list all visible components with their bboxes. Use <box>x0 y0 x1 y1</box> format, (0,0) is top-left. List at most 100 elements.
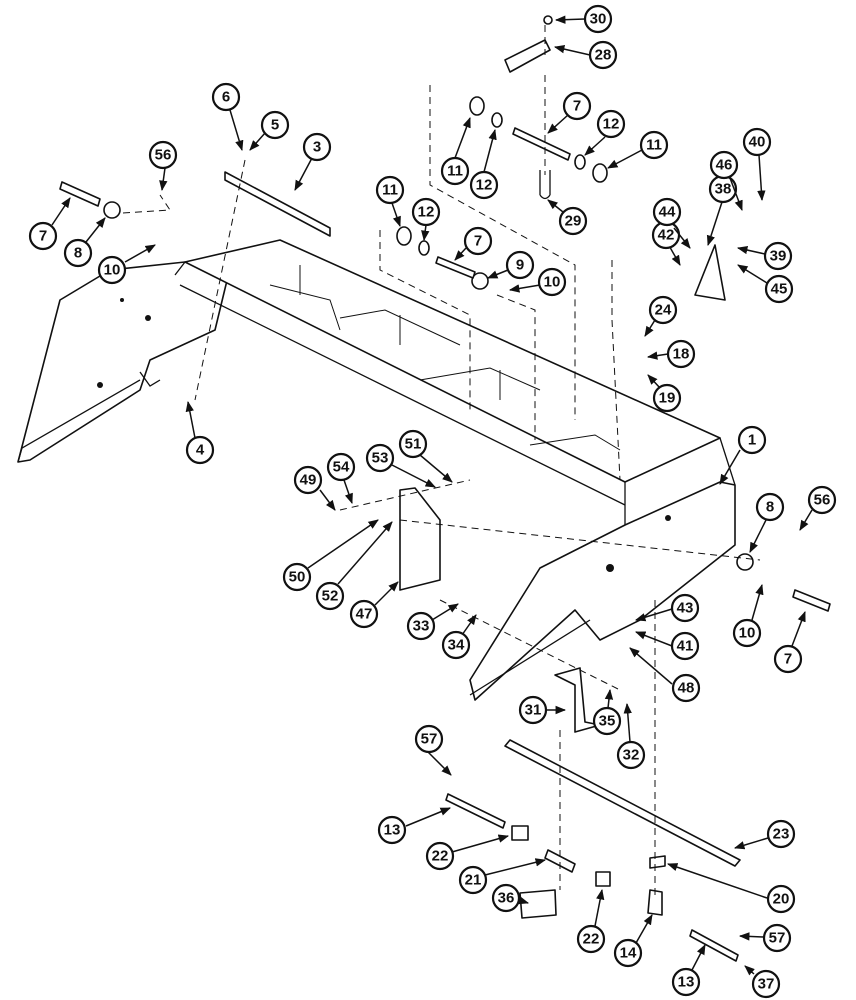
svg-text:38: 38 <box>715 181 732 198</box>
callout-23: 23 <box>733 819 796 850</box>
svg-text:36: 36 <box>498 890 515 907</box>
callout-32: 32 <box>616 702 646 770</box>
svg-text:23: 23 <box>773 826 790 843</box>
callout-50: 50 <box>282 519 379 592</box>
svg-text:13: 13 <box>678 974 695 991</box>
callout-29: 29 <box>547 199 588 236</box>
callout-37: 37 <box>744 965 781 999</box>
callout-34: 34 <box>441 614 477 660</box>
callout-49: 49 <box>293 465 336 511</box>
svg-text:22: 22 <box>583 931 600 948</box>
svg-text:39: 39 <box>770 248 787 265</box>
callout-43: 43 <box>634 593 700 623</box>
svg-text:18: 18 <box>673 346 690 363</box>
callout-12: 12 <box>469 128 499 200</box>
callout-8b: 8 <box>749 492 785 553</box>
callout-10c: 10 <box>732 583 764 648</box>
callout-56b: 56 <box>799 485 837 531</box>
svg-text:56: 56 <box>814 492 831 509</box>
callout-5: 5 <box>249 110 290 151</box>
callout-52: 52 <box>315 521 393 611</box>
callout-21: 21 <box>458 858 547 895</box>
callout-18: 18 <box>646 339 696 369</box>
svg-text:49: 49 <box>300 472 317 489</box>
svg-text:12: 12 <box>476 177 493 194</box>
svg-text:37: 37 <box>758 976 775 993</box>
svg-text:7: 7 <box>784 651 792 668</box>
svg-text:11: 11 <box>447 163 463 180</box>
callout-10: 10 <box>97 244 156 285</box>
callout-11: 11 <box>440 117 471 186</box>
callout-7c: 7 <box>547 91 592 134</box>
callout-31: 31 <box>518 695 567 725</box>
callout-19: 19 <box>647 374 682 413</box>
svg-text:35: 35 <box>599 713 616 730</box>
svg-text:6: 6 <box>222 89 230 106</box>
callout-12b: 12 <box>411 197 441 242</box>
callout-9: 9 <box>487 250 535 280</box>
svg-text:8: 8 <box>74 245 82 262</box>
callout-47: 47 <box>349 581 399 629</box>
callout-38: 38 <box>706 174 738 246</box>
svg-text:10: 10 <box>739 625 756 642</box>
svg-text:46: 46 <box>716 157 733 174</box>
callout-42: 42 <box>651 220 681 266</box>
svg-text:30: 30 <box>590 11 607 28</box>
svg-text:1: 1 <box>748 432 756 449</box>
callout-46: 46 <box>709 150 743 211</box>
svg-text:3: 3 <box>313 139 321 156</box>
callout-54: 54 <box>326 452 356 504</box>
callout-12c: 12 <box>584 109 626 156</box>
svg-text:40: 40 <box>749 134 766 151</box>
callout-30: 30 <box>554 4 613 34</box>
svg-text:7: 7 <box>39 228 47 245</box>
callout-35: 35 <box>592 688 622 736</box>
callout-28: 28 <box>553 40 618 70</box>
svg-text:42: 42 <box>658 227 675 244</box>
svg-text:54: 54 <box>333 459 350 476</box>
svg-text:14: 14 <box>620 945 637 962</box>
callout-8: 8 <box>63 217 106 268</box>
callout-51: 51 <box>398 429 453 483</box>
svg-text:48: 48 <box>678 680 695 697</box>
callout-7b: 7 <box>454 226 493 261</box>
callout-39: 39 <box>736 241 793 271</box>
callout-41: 41 <box>635 631 700 661</box>
svg-text:34: 34 <box>448 637 465 654</box>
svg-text:7: 7 <box>474 233 482 250</box>
upper-parts <box>59 15 831 962</box>
svg-text:12: 12 <box>418 204 435 221</box>
callout-40: 40 <box>742 127 772 202</box>
svg-text:13: 13 <box>384 822 401 839</box>
callout-22b: 22 <box>576 888 606 954</box>
callout-3: 3 <box>294 132 332 191</box>
callout-1: 1 <box>719 425 767 485</box>
svg-text:33: 33 <box>413 618 430 635</box>
callout-13b: 13 <box>671 944 706 997</box>
svg-text:52: 52 <box>322 588 339 605</box>
callout-44: 44 <box>652 197 691 249</box>
svg-text:32: 32 <box>623 747 640 764</box>
svg-text:57: 57 <box>769 930 786 947</box>
svg-text:53: 53 <box>372 450 389 467</box>
svg-text:11: 11 <box>382 182 398 199</box>
svg-text:43: 43 <box>677 600 694 617</box>
svg-text:47: 47 <box>356 606 373 623</box>
callout-20: 20 <box>667 863 796 914</box>
svg-text:24: 24 <box>655 302 672 319</box>
callout-4: 4 <box>185 400 215 465</box>
svg-text:51: 51 <box>405 436 422 453</box>
callout-7: 7 <box>28 197 71 251</box>
svg-text:7: 7 <box>573 98 581 115</box>
callout-57: 57 <box>414 724 452 776</box>
svg-text:5: 5 <box>271 117 279 134</box>
callout-56: 56 <box>148 140 178 192</box>
svg-text:41: 41 <box>677 638 694 655</box>
svg-text:31: 31 <box>525 702 542 719</box>
callout-22: 22 <box>425 834 510 871</box>
svg-text:21: 21 <box>465 872 482 889</box>
svg-text:20: 20 <box>773 891 790 908</box>
svg-text:57: 57 <box>421 731 438 748</box>
svg-text:56: 56 <box>155 147 172 164</box>
